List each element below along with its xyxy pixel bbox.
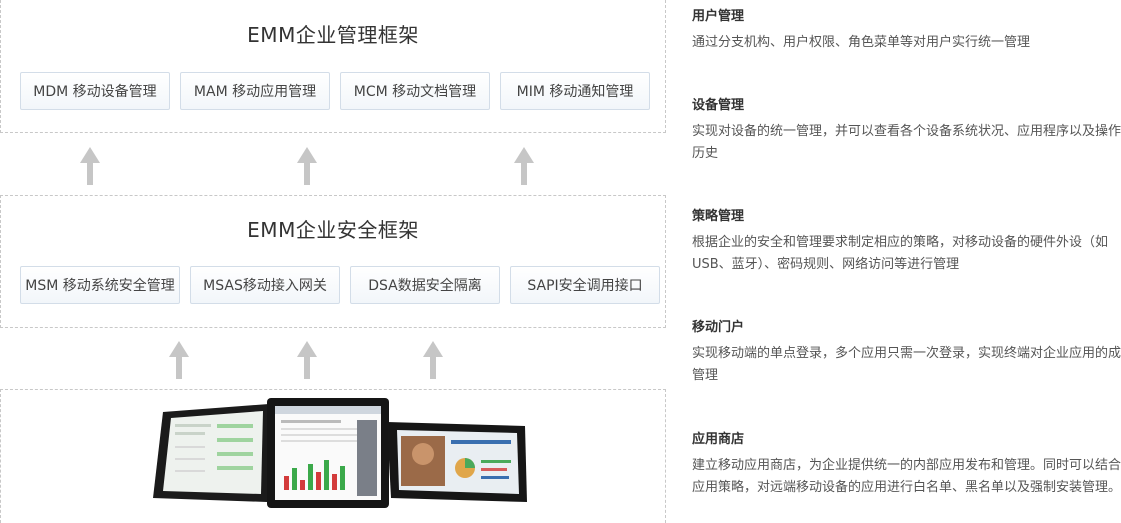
module-sapi: SAPI安全调用接口	[510, 266, 660, 304]
up-arrow-icon	[423, 341, 443, 379]
feature-description: 通过分支机构、用户权限、角色菜单等对用户实行统一管理	[692, 35, 1031, 50]
up-arrow-icon	[514, 147, 534, 185]
feature-description: 实现移动端的单点登录，多个应用只需一次登录，实现终端对企业应用的成管理	[692, 346, 1121, 383]
module-mim: MIM 移动通知管理	[500, 72, 650, 110]
up-arrow-icon	[297, 341, 317, 379]
module-msm: MSM 移动系统安全管理	[20, 266, 180, 304]
feature-title: 策略管理	[692, 209, 745, 224]
feature-title: 移动门户	[692, 320, 745, 335]
feature-mobile-portal: 移动门户 实现移动端的单点登录，多个应用只需一次登录，实现终端对企业应用的成管理	[692, 319, 1121, 387]
feature-description: 实现对设备的统一管理，并可以查看各个设备系统状况、应用程序以及操作历史	[692, 124, 1121, 161]
feature-device-management: 设备管理 实现对设备的统一管理，并可以查看各个设备系统状况、应用程序以及操作历史	[692, 97, 1121, 165]
up-arrow-icon	[297, 147, 317, 185]
management-framework-frame: EMM企业管理框架 MDM 移动设备管理 MAM 移动应用管理 MCM 移动文档…	[0, 0, 666, 133]
tablet-left	[153, 404, 269, 502]
feature-description: 建立移动应用商店，为企业提供统一的内部应用发布和管理。同时可以结合应用策略，对远…	[692, 458, 1121, 495]
feature-app-store: 应用商店 建立移动应用商店，为企业提供统一的内部应用发布和管理。同时可以结合应用…	[692, 431, 1121, 499]
tablet-devices-illustration	[153, 398, 527, 508]
security-framework-frame: EMM企业安全框架 MSM 移动系统安全管理 MSAS移动接入网关 DSA数据安…	[0, 195, 666, 328]
up-arrow-icon	[169, 341, 189, 379]
security-framework-title: EMM企业安全框架	[247, 218, 419, 242]
module-msas: MSAS移动接入网关	[190, 266, 340, 304]
module-mcm: MCM 移动文档管理	[340, 72, 490, 110]
devices-frame	[0, 389, 666, 523]
feature-policy-management: 策略管理 根据企业的安全和管理要求制定相应的策略，对移动设备的硬件外设（如USB…	[692, 208, 1121, 276]
module-mam: MAM 移动应用管理	[180, 72, 330, 110]
feature-description: 根据企业的安全和管理要求制定相应的策略，对移动设备的硬件外设（如USB、蓝牙）、…	[692, 235, 1109, 272]
module-dsa: DSA数据安全隔离	[350, 266, 500, 304]
tablet-middle	[267, 398, 389, 508]
up-arrow-icon	[80, 147, 100, 185]
feature-user-management: 用户管理 通过分支机构、用户权限、角色菜单等对用户实行统一管理	[692, 8, 1121, 54]
module-mdm: MDM 移动设备管理	[20, 72, 170, 110]
feature-title: 用户管理	[692, 9, 745, 24]
tablet-right	[387, 422, 527, 502]
feature-title: 应用商店	[692, 432, 745, 447]
feature-title: 设备管理	[692, 98, 745, 113]
management-framework-title: EMM企业管理框架	[247, 23, 419, 47]
